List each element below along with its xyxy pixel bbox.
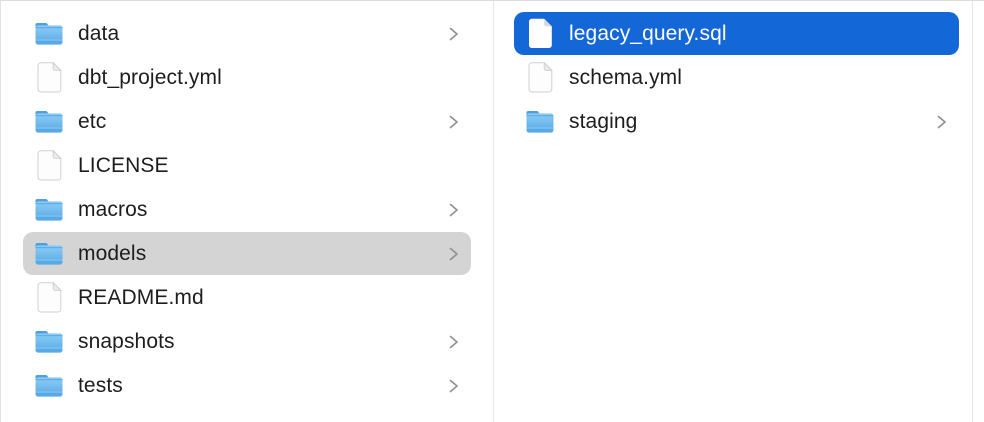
file-label: legacy_query.sql — [569, 21, 727, 45]
folder-icon — [35, 199, 63, 221]
folder-icon — [35, 243, 63, 265]
row-license[interactable]: LICENSE — [1, 144, 493, 188]
folder-icon — [35, 23, 63, 45]
chevron-right-icon — [445, 113, 461, 131]
row-tests[interactable]: tests — [1, 364, 493, 408]
file-label: dbt_project.yml — [78, 65, 222, 89]
file-label: LICENSE — [78, 153, 169, 177]
chevron-right-icon — [449, 115, 458, 128]
row-dbt-project-yml[interactable]: dbt_project.yml — [1, 56, 493, 100]
chevron-right-icon — [445, 377, 461, 395]
row-data[interactable]: data — [1, 12, 493, 56]
file-label: README.md — [78, 285, 204, 309]
chevron-right-icon — [445, 333, 461, 351]
row-etc[interactable]: etc — [1, 100, 493, 144]
row-schema-yml[interactable]: schema.yml — [494, 56, 972, 100]
row-macros[interactable]: macros — [1, 188, 493, 232]
folder-icon — [35, 111, 63, 133]
document-icon — [37, 150, 61, 181]
chevron-right-icon — [937, 115, 946, 128]
chevron-right-icon — [449, 335, 458, 348]
column-empty — [973, 1, 984, 422]
row-snapshots[interactable]: snapshots — [1, 320, 493, 364]
chevron-right-icon — [445, 25, 461, 43]
chevron-right-icon — [933, 113, 949, 131]
file-label: data — [78, 21, 120, 45]
column-models-parent: data dbt_project.yml etc LICENSE macros — [1, 1, 494, 422]
file-label: models — [78, 241, 147, 265]
file-label: schema.yml — [569, 65, 683, 89]
row-models[interactable]: models — [1, 232, 493, 276]
column-models-contents: legacy_query.sql schema.yml staging — [494, 1, 973, 422]
file-label: etc — [78, 109, 107, 133]
file-label: staging — [569, 109, 638, 133]
row-staging[interactable]: staging — [494, 100, 972, 144]
chevron-right-icon — [445, 201, 461, 219]
chevron-right-icon — [449, 203, 458, 216]
chevron-right-icon — [445, 245, 461, 263]
row-legacy-query-sql[interactable]: legacy_query.sql — [494, 12, 972, 56]
chevron-right-icon — [449, 27, 458, 40]
document-icon — [528, 62, 552, 93]
document-icon — [37, 62, 61, 93]
file-label: snapshots — [78, 329, 175, 353]
file-label: macros — [78, 197, 148, 221]
folder-icon — [526, 111, 554, 133]
chevron-right-icon — [449, 379, 458, 392]
file-label: tests — [78, 373, 123, 397]
folder-icon — [35, 375, 63, 397]
document-icon — [37, 282, 61, 313]
chevron-right-icon — [449, 247, 458, 260]
folder-icon — [35, 331, 63, 353]
document-icon — [528, 18, 552, 48]
row-readme-md[interactable]: README.md — [1, 276, 493, 320]
